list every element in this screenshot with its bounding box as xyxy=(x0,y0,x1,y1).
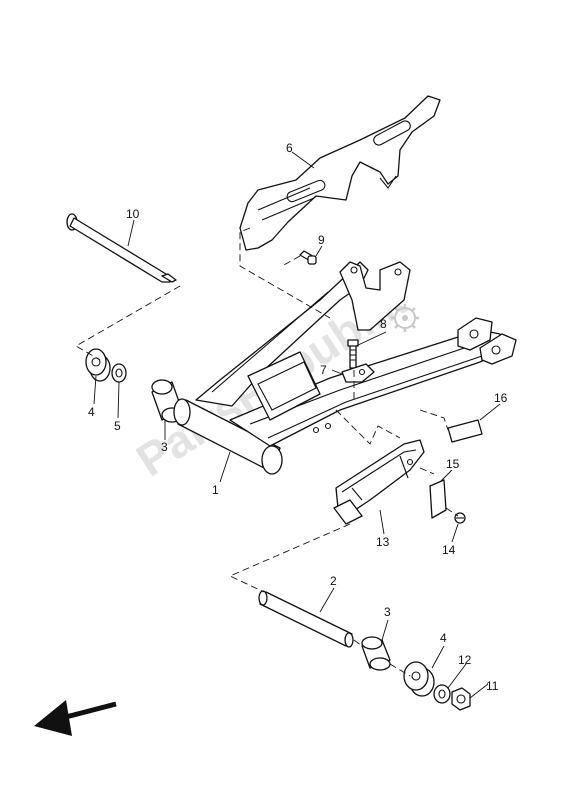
watermark-gear-icon xyxy=(391,304,419,332)
callout-11: 11 xyxy=(486,679,499,693)
bush-part-4-lower xyxy=(403,661,435,697)
front-arrow-icon xyxy=(34,700,117,736)
leader-lines xyxy=(93,151,501,699)
washer-part-5 xyxy=(111,363,127,383)
callout-8: 8 xyxy=(380,317,387,331)
callout-9: 9 xyxy=(318,233,325,247)
callout-1: 1 xyxy=(212,483,219,497)
nut-part-11 xyxy=(451,687,471,711)
callout-13: 13 xyxy=(376,535,390,549)
collar-part-3-lower xyxy=(361,636,391,671)
plate-part-7 xyxy=(341,363,375,383)
callout-labels: 1 2 3 3 4 4 5 6 7 8 9 10 11 12 13 14 15 … xyxy=(88,141,508,693)
callout-10: 10 xyxy=(126,207,140,221)
callout-6: 6 xyxy=(286,141,293,155)
callout-16: 16 xyxy=(494,391,508,405)
pivot-shaft-part-2 xyxy=(258,590,354,648)
bush-part-4-upper xyxy=(85,348,111,382)
rear-arm-part-1 xyxy=(173,261,517,475)
callout-12: 12 xyxy=(458,653,472,667)
chain-support-part-13 xyxy=(333,439,425,525)
assembly-lines xyxy=(75,227,459,677)
pivot-shaft-part-10 xyxy=(66,213,177,283)
callout-4-upper: 4 xyxy=(88,405,95,419)
callout-5: 5 xyxy=(114,419,121,433)
callout-7: 7 xyxy=(320,363,327,377)
callout-4-lower: 4 xyxy=(440,631,447,645)
callout-3-upper: 3 xyxy=(161,440,168,454)
callout-15: 15 xyxy=(446,457,460,471)
pad-part-16 xyxy=(447,419,483,443)
callout-3-lower: 3 xyxy=(384,605,391,619)
washer-part-12 xyxy=(433,684,451,704)
callout-2: 2 xyxy=(330,574,337,588)
callout-14: 14 xyxy=(442,543,456,557)
plate-part-15 xyxy=(429,479,447,519)
bolt-part-9 xyxy=(299,250,317,265)
bolt-part-8 xyxy=(347,339,359,369)
chain-guard-part-6 xyxy=(239,95,441,251)
